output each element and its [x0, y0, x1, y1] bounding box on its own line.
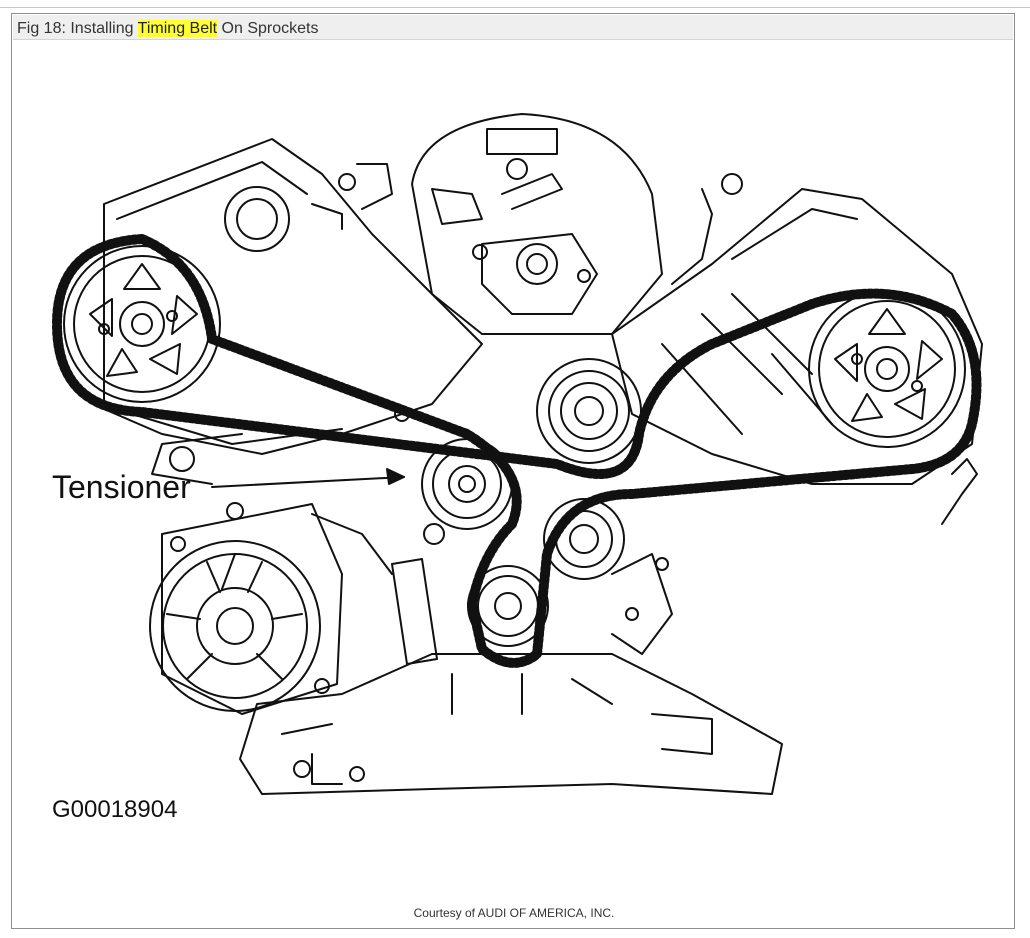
title-prefix: Fig 18: Installing — [17, 20, 138, 37]
lower-block — [151, 406, 978, 795]
right-cam-sprocket — [808, 290, 966, 448]
engine-diagram: Tensioner G00018904 — [52, 113, 983, 823]
center-housing — [338, 113, 743, 335]
timing-belt — [52, 234, 982, 668]
right-cylinder-bank — [611, 188, 983, 485]
figure-frame: Fig 18: Installing Timing Belt On Sprock… — [11, 13, 1015, 929]
idler-pulley — [536, 358, 642, 464]
image-code: G00018904 — [52, 796, 177, 823]
tensioner-arrow — [211, 468, 405, 488]
water-pump — [149, 502, 343, 715]
courtesy-credit: Courtesy of AUDI OF AMERICA, INC. — [413, 906, 615, 920]
left-cam-sprocket — [63, 245, 221, 403]
figure-title: Fig 18: Installing Timing Belt On Sprock… — [13, 15, 1013, 40]
title-highlight: Timing Belt — [137, 20, 218, 37]
title-suffix: On Sprockets — [217, 20, 319, 37]
left-cylinder-bank — [103, 138, 483, 455]
top-divider — [0, 7, 1030, 8]
tensioner-label: Tensioner — [52, 469, 191, 505]
